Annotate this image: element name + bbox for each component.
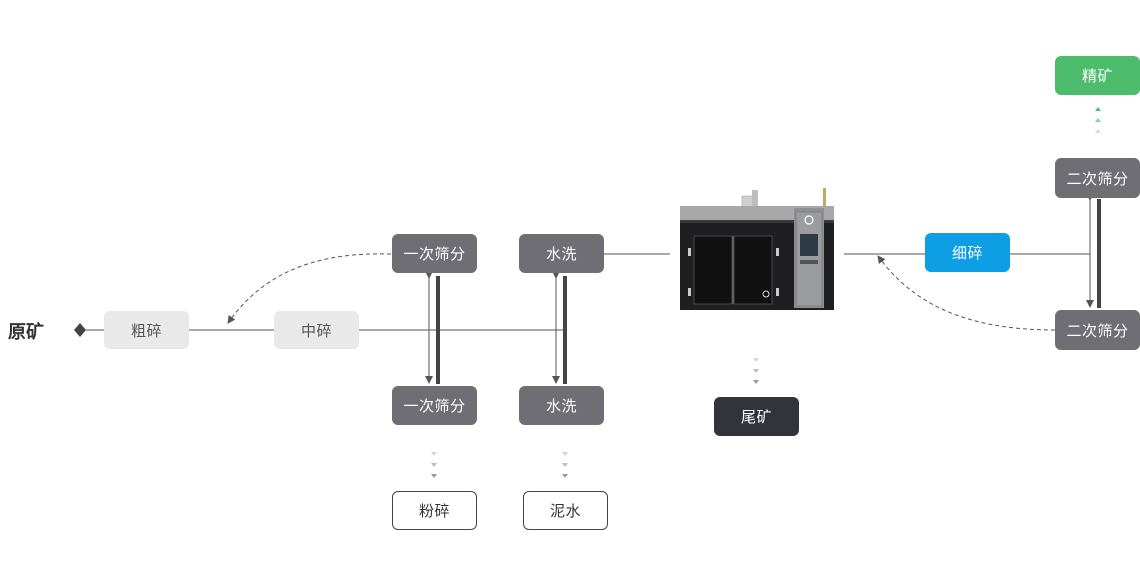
chevrons-tailings — [753, 358, 759, 384]
medium-crush-node: 中碎 — [274, 311, 359, 349]
start-label: 原矿 — [8, 322, 44, 343]
tailings-node: 尾矿 — [714, 397, 799, 436]
wash-top-node: 水洗 — [519, 234, 604, 273]
wash-bottom-node: 水洗 — [519, 386, 604, 425]
chevrons-concentrate — [1095, 107, 1101, 133]
screen1-top-node: 一次筛分 — [392, 234, 477, 273]
screen1-bottom-node: 一次筛分 — [392, 386, 477, 425]
mud-node: 泥水 — [523, 491, 608, 530]
coarse-crush-node: 粗碎 — [104, 311, 189, 349]
fine-crush-node: 细碎 — [925, 233, 1010, 272]
chevrons-powder — [431, 452, 437, 478]
powder-node: 粉碎 — [392, 491, 477, 530]
screen2-bottom-node: 二次筛分 — [1055, 310, 1140, 350]
diamond-icon — [74, 323, 86, 337]
chevrons-mud — [562, 452, 568, 478]
ore-processing-machine-icon — [680, 188, 834, 310]
screen2-top-node: 二次筛分 — [1055, 158, 1140, 198]
return-curve-right — [877, 255, 1056, 331]
return-curve-left — [227, 253, 392, 324]
concentrate-node: 精矿 — [1055, 56, 1140, 95]
